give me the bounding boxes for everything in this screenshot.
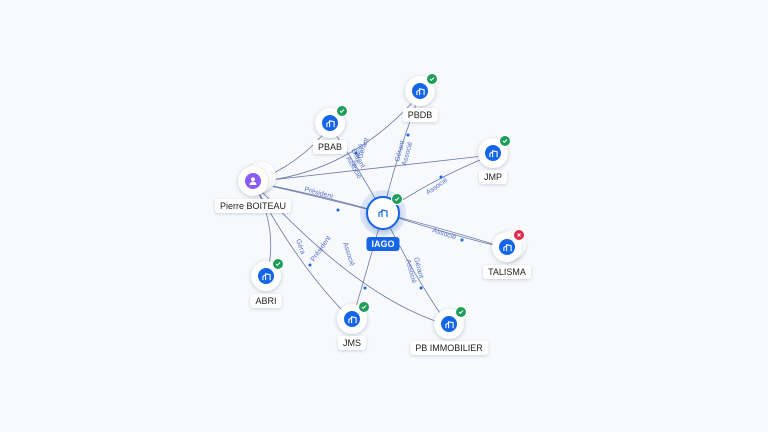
building-icon bbox=[412, 83, 428, 99]
node-label-iago[interactable]: IAGO bbox=[366, 237, 400, 251]
building-icon bbox=[374, 204, 392, 222]
person-icon bbox=[245, 173, 261, 189]
node-iago[interactable] bbox=[366, 193, 403, 230]
status-cross-icon bbox=[513, 229, 525, 241]
node-abri[interactable] bbox=[251, 258, 284, 291]
building-icon bbox=[441, 316, 457, 332]
node-label-pbab[interactable]: PBAB bbox=[312, 140, 348, 154]
node-pbab[interactable] bbox=[315, 105, 348, 138]
building-icon bbox=[322, 115, 338, 131]
node-pierre-boiteau[interactable] bbox=[238, 162, 276, 196]
status-check-icon bbox=[272, 258, 284, 270]
status-check-icon bbox=[336, 105, 348, 117]
node-label-pb-immobilier[interactable]: PB IMMOBILIER bbox=[410, 341, 488, 355]
status-check-icon bbox=[455, 306, 467, 318]
building-icon bbox=[258, 268, 274, 284]
node-jms[interactable] bbox=[337, 301, 370, 334]
building-icon bbox=[344, 311, 360, 327]
edge-label: Président bbox=[310, 235, 333, 263]
building-icon bbox=[485, 145, 501, 161]
edge-label: Géra bbox=[294, 238, 306, 255]
edge-label: Président bbox=[303, 186, 333, 200]
status-check-icon bbox=[358, 301, 370, 313]
status-check-icon bbox=[499, 135, 511, 147]
node-label-abri[interactable]: ABRI bbox=[250, 294, 282, 308]
node-label-pbdb[interactable]: PBDB bbox=[402, 108, 438, 122]
node-label-pierre-boiteau[interactable]: Pierre BOITEAU bbox=[214, 199, 292, 213]
status-check-icon bbox=[391, 193, 403, 205]
node-pbdb[interactable] bbox=[405, 73, 438, 106]
node-label-jms[interactable]: JMS bbox=[338, 336, 366, 350]
edge-label: Associé bbox=[341, 241, 355, 267]
node-label-jmp[interactable]: JMP bbox=[479, 170, 507, 184]
node-jmp[interactable] bbox=[478, 135, 511, 168]
node-label-talisma[interactable]: TALISMA bbox=[483, 265, 531, 279]
status-check-icon bbox=[426, 73, 438, 85]
edge-pierre-jmp bbox=[252, 154, 493, 183]
node-talisma[interactable] bbox=[492, 229, 526, 262]
node-pb-immobilier[interactable] bbox=[434, 306, 467, 339]
building-icon bbox=[499, 239, 515, 255]
